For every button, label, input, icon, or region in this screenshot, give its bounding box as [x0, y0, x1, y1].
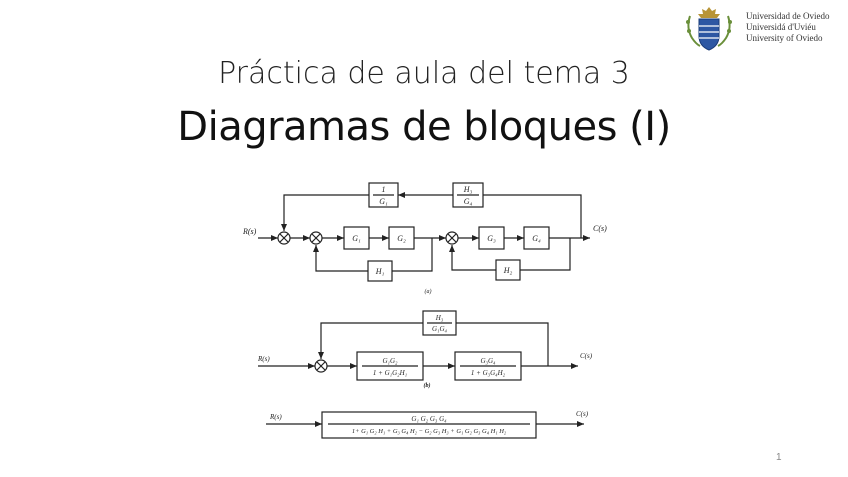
block-c-tf-den: 1+ G₁ G₂ H₁ + G₃ G₄ H₂ − G₂ G₃ H₃ + G₁ G…: [352, 428, 507, 435]
diagram-b: [258, 310, 578, 381]
diagram-b-output-label: C(s): [580, 352, 593, 360]
block-c-tf-num: G₁ G₂ G₃ G₄: [411, 415, 447, 423]
summing-junction-b: [314, 359, 328, 373]
block-b-feedback-den: G₁G₄: [432, 325, 448, 333]
block-g4-label: G₄: [532, 234, 541, 243]
block-1-over-g1-num: 1: [382, 185, 386, 194]
block-g2: [388, 226, 415, 250]
block-g3-label: G₃: [487, 234, 496, 243]
block-b-first-den: 1 + G₁G₂H₁: [373, 369, 407, 377]
university-seal-icon: [686, 7, 732, 51]
university-logo: Universidad de Oviedo Universidá d'Uviéu…: [680, 4, 845, 54]
block-h3-over-g4-den: G₄: [464, 197, 473, 206]
university-name: Universidad de Oviedo Universidá d'Uviéu…: [746, 11, 829, 44]
block-g3: [478, 226, 505, 250]
diagram-a-output-label: C(s): [593, 224, 607, 233]
university-name-es: Universidad de Oviedo: [746, 11, 830, 21]
block-g1: [343, 226, 370, 250]
block-b-second-num: G₃G₄: [481, 357, 497, 365]
block-h2-label: H₂: [503, 266, 513, 275]
block-1-over-g1-den: G₁: [379, 197, 388, 206]
diagram-c: [266, 411, 584, 439]
block-g2-label: G₂: [397, 234, 406, 243]
block-h3-over-g4-num: H₃: [463, 185, 473, 194]
slide-title: Diagramas de bloques (I): [177, 104, 671, 150]
diagram-a-caption: (a): [425, 288, 432, 295]
diagram-c-output-label: C(s): [576, 410, 589, 418]
block-c-tf: [321, 411, 537, 439]
diagram-a-input-label: R(s): [242, 227, 257, 236]
university-name-ast: Universidá d'Uviéu: [746, 22, 816, 32]
diagram-b-input-label: R(s): [257, 355, 270, 363]
block-g4: [523, 226, 550, 250]
block-g1-label: G₁: [352, 234, 361, 243]
diagram-c-input-label: R(s): [269, 413, 282, 421]
diagram-a: [258, 182, 590, 282]
block-b-second-den: 1 + G₃G₄H₂: [471, 369, 506, 377]
summing-junction-2: [309, 231, 323, 245]
university-name-en: University of Oviedo: [746, 33, 823, 43]
diagram-b-caption: (b): [424, 382, 431, 389]
block-h1-label: H₁: [375, 267, 385, 276]
block-b-feedback-num: H₃: [435, 314, 444, 322]
slide-subtitle: Práctica de aula del tema 3: [218, 56, 630, 91]
block-b-first-num: G₁G₂: [383, 357, 399, 365]
summing-junction-1: [277, 231, 291, 245]
summing-junction-3: [445, 231, 459, 245]
page-number: 1: [776, 452, 782, 463]
